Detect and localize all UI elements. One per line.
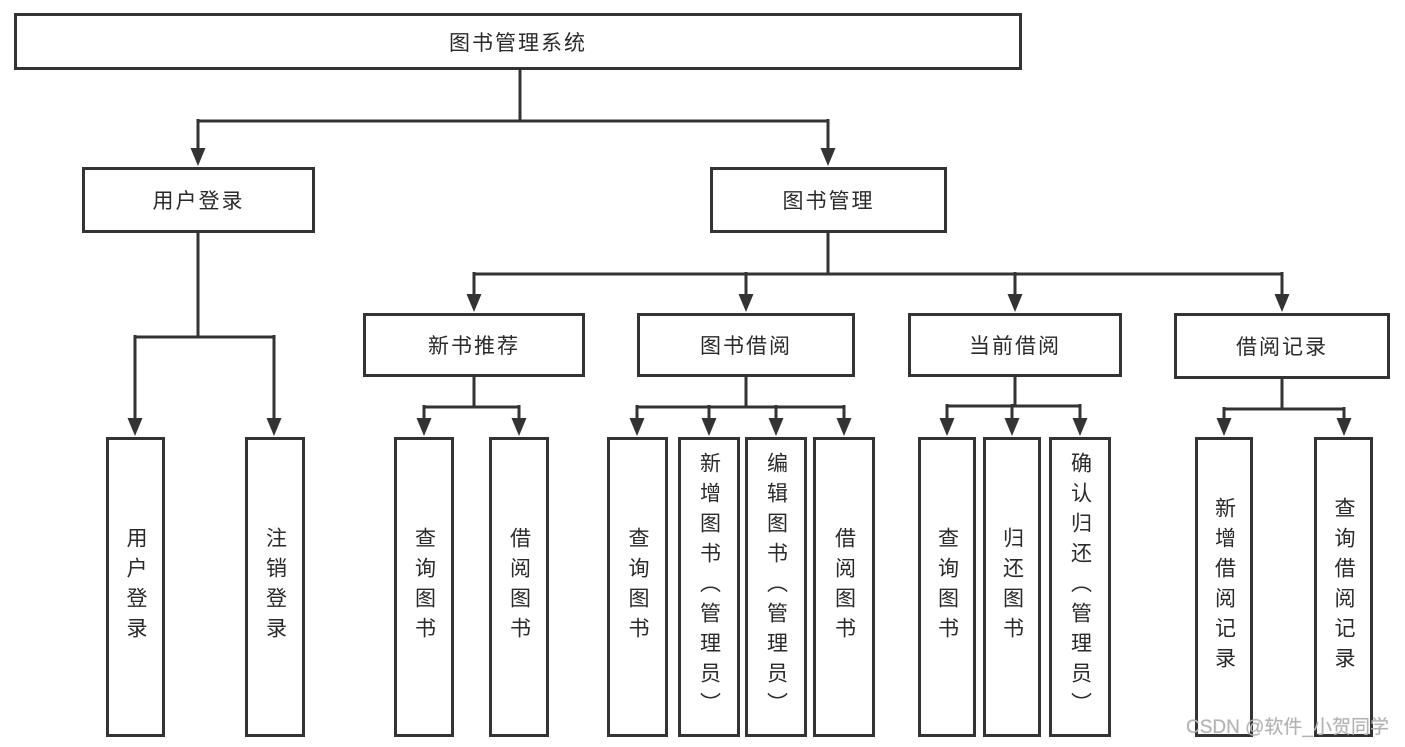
leaf-edit-book-admin-label: 编辑图书（管理员）: [764, 452, 788, 722]
leaf-query-books-borrow-label: 查询图书: [626, 527, 649, 647]
leaf-query-books-current: 查询图书: [918, 437, 976, 737]
leaf-user-login-label: 用户登录: [124, 527, 147, 647]
leaf-add-book-admin: 新增图书（管理员）: [678, 437, 740, 737]
leaf-query-borrow-record: 查询借阅记录: [1314, 437, 1373, 737]
leaf-query-books-borrow: 查询图书: [607, 437, 668, 737]
node-book-management-label: 图书管理: [782, 190, 875, 213]
leaf-borrow-books-recommend-label: 借阅图书: [507, 527, 531, 647]
leaf-borrow-books-recommend: 借阅图书: [489, 437, 549, 737]
node-borrow-records-label: 借阅记录: [1236, 336, 1328, 359]
leaf-edit-book-admin: 编辑图书（管理员）: [745, 437, 807, 737]
leaf-add-book-admin-label: 新增图书（管理员）: [697, 452, 721, 722]
node-book-management: 图书管理: [710, 167, 947, 233]
leaf-return-books-label: 归还图书: [1000, 527, 1024, 647]
leaf-borrow-books-label: 借阅图书: [832, 527, 856, 647]
leaf-query-borrow-record-label: 查询借阅记录: [1332, 497, 1355, 677]
leaf-add-borrow-record: 新增借阅记录: [1195, 437, 1253, 737]
node-new-book-recommend-label: 新书推荐: [428, 335, 520, 358]
leaf-user-login: 用户登录: [106, 437, 165, 737]
leaf-logout: 注销登录: [245, 437, 305, 737]
node-library-system: 图书管理系统: [14, 13, 1022, 70]
node-user-login: 用户登录: [82, 167, 315, 233]
node-borrow-records: 借阅记录: [1174, 313, 1390, 379]
node-current-borrow-label: 当前借阅: [969, 335, 1061, 358]
leaf-add-borrow-record-label: 新增借阅记录: [1212, 497, 1236, 677]
leaf-borrow-books: 借阅图书: [813, 437, 875, 737]
node-book-borrow-label: 图书借阅: [700, 335, 792, 358]
leaf-confirm-return-admin-label: 确认归还（管理员）: [1068, 452, 1092, 722]
leaf-query-books-current-label: 查询图书: [935, 527, 959, 647]
node-book-borrow: 图书借阅: [637, 313, 855, 377]
leaf-return-books: 归还图书: [983, 437, 1041, 737]
node-current-borrow: 当前借阅: [908, 313, 1122, 377]
node-library-system-label: 图书管理系统: [449, 31, 587, 55]
node-new-book-recommend: 新书推荐: [363, 313, 585, 377]
node-user-login-label: 用户登录: [152, 190, 245, 213]
leaf-query-books-recommend-label: 查询图书: [412, 527, 436, 647]
csdn-watermark: CSDN @软件_小贺同学: [1186, 717, 1389, 738]
leaf-query-books-recommend: 查询图书: [394, 437, 454, 737]
leaf-confirm-return-admin: 确认归还（管理员）: [1049, 437, 1111, 737]
leaf-logout-label: 注销登录: [263, 527, 287, 647]
